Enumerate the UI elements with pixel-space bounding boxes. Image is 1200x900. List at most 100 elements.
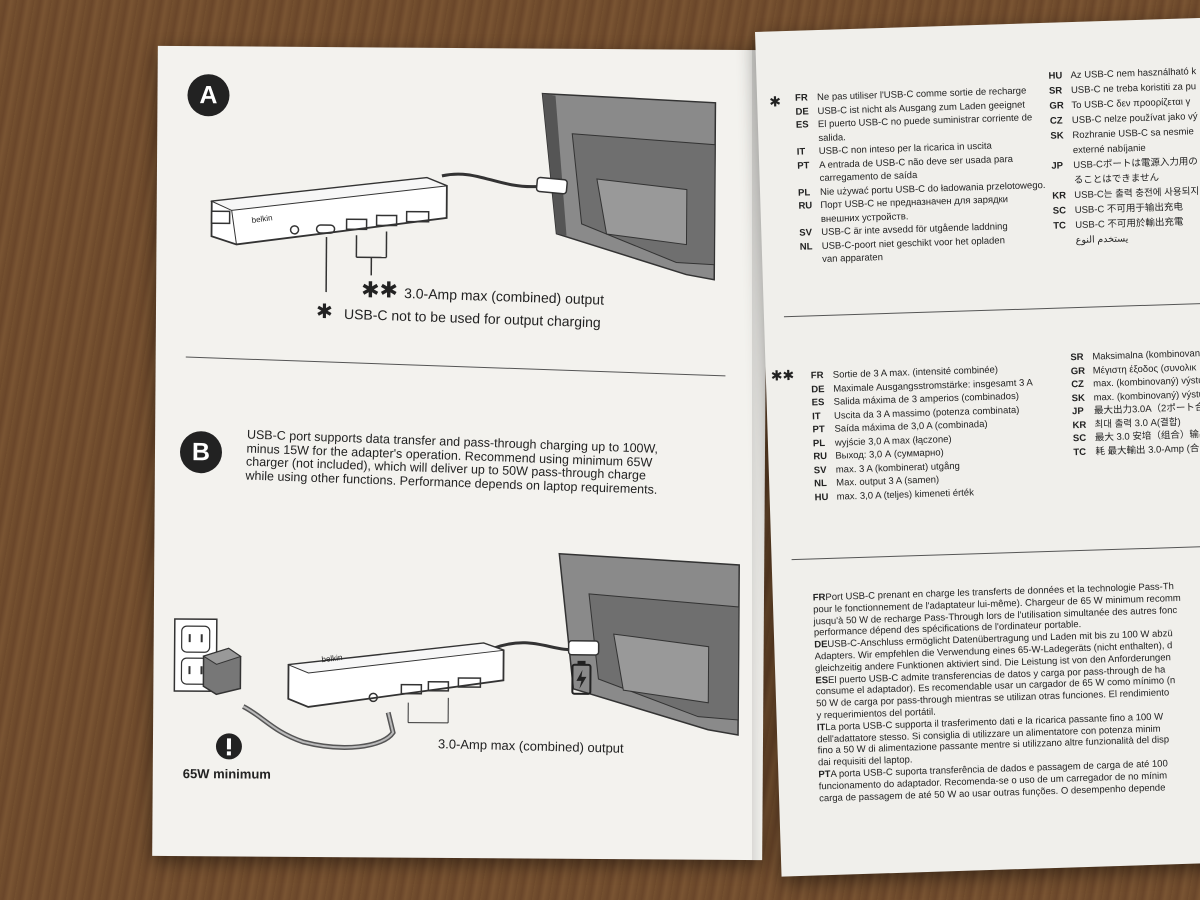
- translation-text: max. 3,0 A (teljes) kimeneti érték: [836, 486, 975, 503]
- translation-line: HU Az USB-C nem használható k: [1048, 66, 1196, 83]
- language-code: ES: [795, 119, 809, 131]
- translation-text: ることはできません: [1073, 172, 1160, 187]
- warning-icon: [215, 733, 242, 760]
- translation-text: Az USB-C nem használható k: [1070, 66, 1197, 82]
- minimum-charger-label: 65W minimum: [182, 766, 271, 782]
- battery-charging-icon: [571, 660, 592, 695]
- translation-text: Το USB-C δεν προορίζεται γ: [1071, 96, 1191, 112]
- language-code: PT: [797, 159, 810, 172]
- language-code: GR: [1070, 365, 1086, 377]
- language-code: FR: [812, 592, 826, 604]
- language-code: [799, 222, 821, 223]
- translation-line: ることはできません: [1052, 172, 1160, 187]
- language-code: [1052, 183, 1074, 184]
- language-code: SV: [799, 227, 813, 239]
- language-code: ES: [811, 397, 825, 409]
- translation-text: max. (kombinovaný) výstu: [1093, 388, 1200, 404]
- translation-line: KR USB-C는 출력 충전에 사용되지: [1052, 186, 1199, 203]
- translation-text: USB-C 不可用于输出充电: [1074, 201, 1184, 217]
- translation-text: USB-Cポートは電源入力用の: [1073, 156, 1199, 172]
- laptop-illustration-b: [558, 552, 740, 736]
- language-code: DE: [814, 639, 828, 651]
- language-code: CZ: [1071, 378, 1085, 391]
- translation-text: 最大 3.0 安培（组合）输出: [1094, 428, 1200, 444]
- language-code: SK: [1050, 130, 1064, 142]
- section-b-badge: B: [179, 431, 223, 474]
- language-code: DE: [811, 383, 825, 395]
- manual-left-page: A belkin ✱✱ 3.0-Amp max (combined) outpu…: [152, 45, 768, 861]
- language-code: GR: [1049, 100, 1064, 112]
- language-code: PT: [818, 768, 831, 781]
- translation-text: Μέγιστη έξοδος (συνολικ: [1092, 361, 1197, 377]
- usb-hub-illustration-b: [242, 640, 600, 750]
- language-code: [1051, 153, 1073, 154]
- language-code: SC: [1072, 432, 1087, 445]
- translation-text: Maksimalna (kombinovana: [1092, 348, 1200, 363]
- language-code: NL: [799, 240, 813, 253]
- asterisk-icon: ✱: [315, 300, 333, 324]
- translation-text: van apparaten: [822, 252, 884, 265]
- translation-text: wyjście 3,0 A max (łączone): [834, 433, 952, 449]
- language-code: JP: [1071, 405, 1084, 418]
- language-code: ES: [815, 674, 829, 687]
- laptop-illustration: [541, 92, 717, 281]
- translation-text: يستخدم النوع: [1075, 233, 1129, 247]
- translation-line: van apparaten: [800, 252, 883, 267]
- translation-text: USB-C 不可用於輸出充電: [1075, 216, 1184, 232]
- language-code: DE: [795, 105, 809, 118]
- language-code: PT: [812, 424, 825, 436]
- translation-line: SK Rozhranie USB-C sa nesmie: [1050, 126, 1194, 142]
- translation-text: externé nabíjanie: [1072, 142, 1146, 157]
- language-code: NL: [814, 477, 828, 490]
- translation-text: salida.: [818, 131, 846, 144]
- translation-line: GR Το USB-C δεν προορίζεται γ: [1049, 96, 1190, 112]
- translation-line: يستخدم النوع: [1054, 233, 1129, 247]
- translation-line: JP 最大出力3.0A（2ポート合: [1072, 402, 1200, 418]
- double-asterisk-icon: ✱✱: [361, 277, 399, 303]
- combined-output-label: 3.0-Amp max (combined) output: [403, 284, 605, 308]
- translation-text: 最大出力3.0A（2ポート合: [1093, 402, 1200, 417]
- language-code: SR: [1048, 85, 1063, 97]
- language-code: FR: [810, 370, 824, 382]
- section-a-badge: A: [187, 74, 230, 117]
- language-code: FR: [794, 92, 808, 104]
- translation-text: 최대 출력 3.0 A(결합): [1094, 416, 1181, 431]
- language-code: TC: [1053, 220, 1067, 232]
- translation-line: salida.: [796, 132, 846, 146]
- double-asterisk-icon: ✱✱: [770, 366, 795, 384]
- charger-icon: [202, 647, 242, 696]
- asterisk-icon: ✱: [768, 93, 782, 110]
- translation-line: TC USB-C 不可用於輸出充電: [1053, 217, 1184, 233]
- translation-text: USB-C는 출력 충전에 사용되지: [1074, 186, 1200, 202]
- translation-line: externé nabíjanie: [1051, 143, 1146, 158]
- language-code: IT: [796, 146, 806, 158]
- language-code: HU: [814, 491, 829, 503]
- right-divider-2: [791, 545, 1200, 561]
- language-code: IT: [811, 410, 821, 422]
- language-code: [796, 141, 818, 142]
- language-code: KR: [1072, 419, 1087, 431]
- language-code: SC: [1052, 205, 1067, 217]
- translation-line: SC USB-C 不可用于输出充电: [1053, 202, 1184, 218]
- pass-through-paragraph: USB-C port supports data transfer and pa…: [245, 428, 727, 500]
- usb-c-warning-label: USB-C not to be used for output charging: [343, 305, 601, 331]
- translation-text: Выход: 3,0 А (суммарно): [835, 447, 944, 462]
- language-code: HU: [1048, 70, 1063, 82]
- translation-text: Rozhranie USB-C sa nesmie: [1072, 126, 1194, 142]
- translation-text: carregamento de saída: [819, 169, 918, 185]
- language-code: [798, 181, 820, 182]
- right-divider-1: [783, 302, 1200, 318]
- section-divider: [185, 356, 726, 377]
- language-code: [800, 262, 822, 263]
- language-code: SV: [813, 464, 827, 476]
- language-code: RU: [798, 200, 813, 212]
- language-code: KR: [1052, 190, 1067, 202]
- language-code: CZ: [1049, 115, 1063, 127]
- language-code: JP: [1051, 160, 1064, 172]
- language-code: PL: [812, 437, 826, 449]
- translation-text: max. (kombinovaný) výstu: [1093, 375, 1200, 390]
- language-code: SR: [1070, 351, 1084, 364]
- translation-text: max. 3 A (kombinerat) utgång: [835, 460, 960, 476]
